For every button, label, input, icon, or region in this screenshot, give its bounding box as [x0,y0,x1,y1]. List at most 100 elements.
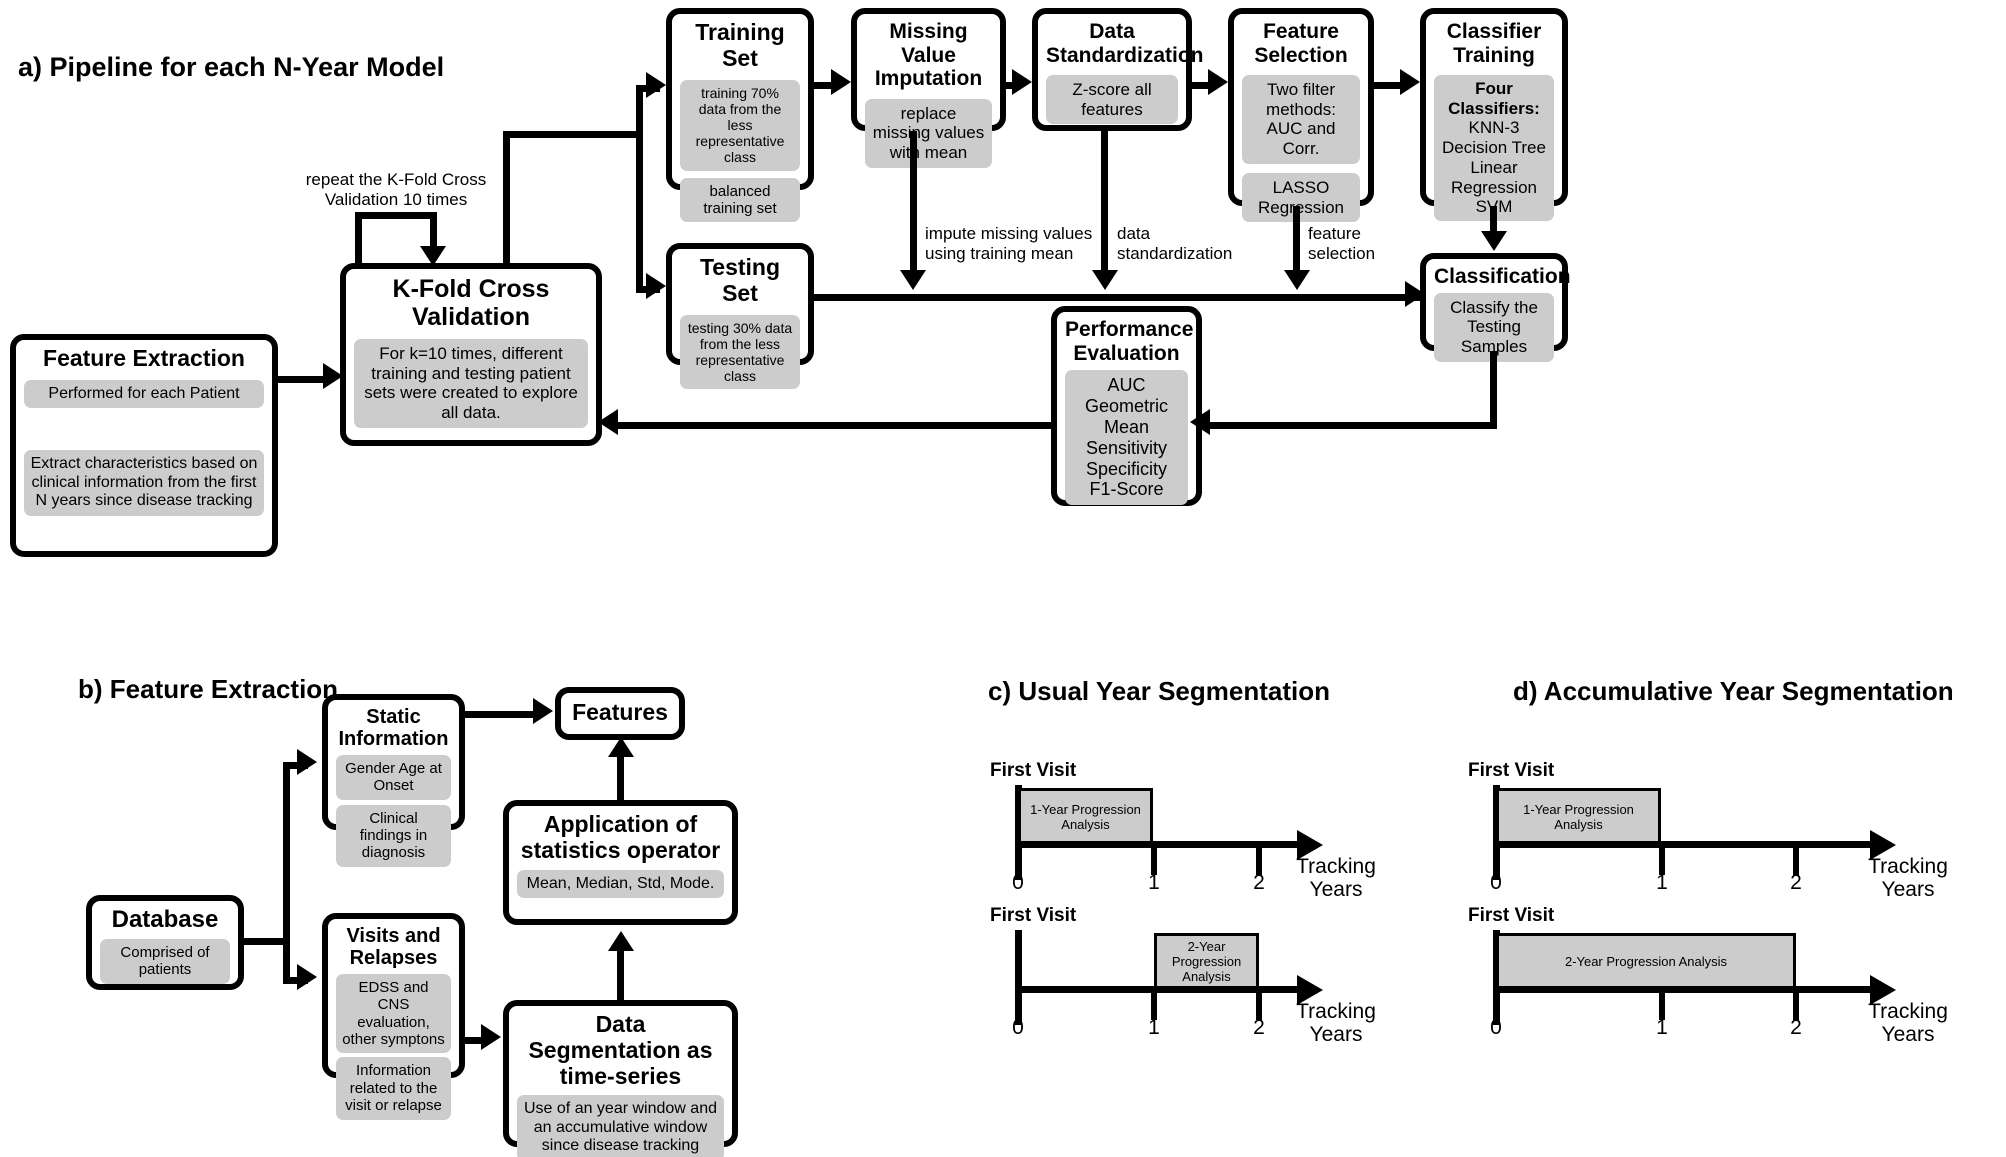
panel-a-heading: a) Pipeline for each N-Year Model [18,52,445,82]
arrowhead-db-to-visits [297,964,317,990]
connector-fs-to-ct [1374,82,1406,89]
box-feature-extraction-chip-1: Performed for each Patient [24,379,264,409]
classifier-item-0: KNN-3 [1468,118,1520,138]
arrowhead-missing-to-std [1012,69,1032,95]
classifier-item-2: Linear Regression [1451,157,1537,197]
box-data-segmentation[interactable]: Data Segmentation as time-series Use of … [503,1000,738,1157]
box-testing-set-chip-1: testing 30% data from the less represent… [680,314,800,390]
box-missing-value-chip-1: replace missing values with mean [865,98,992,168]
timeline-c-2: First Visit 2-Year Progression Analysis … [990,905,1460,1046]
timeline-c2-origin-tick [1015,930,1022,1025]
timeline-c2-axis-arrowhead [1297,975,1323,1005]
arrowhead-fe-to-kfold [323,363,343,389]
timeline-c1-window-0: 1-Year Progression Analysis [1018,788,1153,844]
timeline-c1-axis [1015,841,1300,848]
box-feature-selection[interactable]: Feature Selection Two filter methods: AU… [1228,8,1374,223]
timeline-d2-ticklabel-2: 2 [1790,1016,1802,1039]
arrowhead-to-testing-set [646,273,666,299]
timeline-d1-axis-arrowhead [1870,830,1896,860]
timeline-c2-axis-label: Tracking Years [1296,1000,1376,1047]
timeline-c1-first-visit-label: First Visit [990,760,1077,781]
box-database[interactable]: Database Comprised of patients [86,895,244,990]
box-testing-set-title: Testing Set [699,254,781,306]
timeline-c2-window-0: 2-Year Progression Analysis [1154,933,1259,989]
arrowhead-train-to-missing [831,69,851,95]
connector-split-to-test [636,131,643,286]
arrowhead-to-performance-evaluation [1190,409,1210,435]
timeline-c2-axis [1015,986,1300,993]
box-classifier-training[interactable]: Classifier Training Four Classifiers: KN… [1420,8,1568,222]
connector-repeat-right [430,212,437,250]
connector-repeat-left [355,212,362,268]
box-data-standardization[interactable]: Data Standardization Z-score all feature… [1032,8,1204,131]
box-static-information-title: Static Information [338,706,449,751]
box-statistics-operator[interactable]: Application of statistics operator Mean,… [503,800,738,925]
connector-std-down [1101,131,1108,271]
arrowhead-static-to-features [533,698,553,724]
timeline-d-1: First Visit 1-Year Progression Analysis … [1388,760,1948,901]
connector-kfold-split-top [503,131,643,138]
box-performance-evaluation-title: Performance Evaluation [1065,318,1194,365]
box-testing-set[interactable]: Testing Set testing 30% data from the le… [666,243,814,390]
timeline-d1-first-visit-label: First Visit [1468,760,1555,781]
box-missing-value-imputation[interactable]: Missing Value Imputation replace missing… [851,8,1006,168]
arrowhead-perf-to-kfold [598,409,618,435]
box-training-set-chip-2: balanced training set [680,177,800,223]
classifier-chip-heading: Four Classifiers: [1448,79,1540,118]
box-classification-title: Classification [1434,265,1571,288]
box-performance-evaluation[interactable]: Performance Evaluation AUC Geometric Mea… [1051,306,1202,506]
box-kfold-title: K-Fold Cross Validation [392,275,550,331]
timeline-d1-ticklabel-0: 0 [1490,871,1502,894]
arrowhead-std-to-fs [1208,69,1228,95]
connector-std-to-fs [1192,82,1216,89]
timeline-c1-ticklabel-2: 2 [1253,871,1265,894]
arrowhead-fs-down [1284,270,1310,290]
label-repeat-kfold: repeat the K-Fold Cross Validation 10 ti… [305,170,487,210]
timeline-c1-axis-label: Tracking Years [1296,855,1376,902]
box-visits-relapses-title: Visits and Relapses [346,925,441,970]
connector-train-to-missing [814,82,838,89]
connector-perf-to-kfold [618,422,1054,429]
box-training-set[interactable]: Training Set training 70% data from the … [666,8,814,223]
box-static-information-chip-2: Clinical findings in diagnosis [336,804,451,867]
timeline-c1-ticklabel-0: 0 [1012,871,1024,894]
connector-visits-to-segmentation [465,1037,490,1044]
timeline-c2-tick-1 [1151,986,1157,1020]
box-feature-selection-chip-1: Two filter methods: AUC and Corr. [1242,75,1360,164]
box-feature-extraction[interactable]: Feature Extraction Performed for each Pa… [10,334,278,456]
timeline-d2-tick-2 [1793,986,1799,1020]
box-features[interactable]: Features [555,687,685,740]
connector-ct-to-classification [1490,206,1497,234]
connector-db-to-visits [283,977,308,984]
timeline-d1-axis-label: Tracking Years [1868,855,1948,902]
arrowhead-std-down [1092,270,1118,290]
box-classifier-training-chip-1: Four Classifiers: KNN-3 Decision Tree Li… [1434,75,1554,222]
metric-4: F1-Score [1089,479,1164,500]
connector-db-vertical [283,762,290,984]
box-visits-relapses[interactable]: Visits and Relapses EDSS and CNS evaluat… [322,913,465,1120]
arrowhead-to-training-set [646,72,666,98]
connector-db-out [244,938,290,945]
box-visits-relapses-chip-1: EDSS and CNS evaluation, other symptons [336,973,451,1054]
timeline-d2-ticklabel-1: 1 [1656,1016,1668,1039]
box-missing-value-title: Missing Value Imputation [874,20,983,91]
connector-classification-down [1490,351,1497,429]
connector-classification-to-perf [1205,422,1497,429]
arrowhead-backbone-to-classification [1405,281,1425,307]
box-kfold-cross-validation[interactable]: K-Fold Cross Validation For k=10 times, … [340,263,602,446]
box-data-segmentation-title: Data Segmentation as time-series [528,1011,713,1089]
connector-repeat-top [355,212,437,219]
box-static-information[interactable]: Static Information Gender Age at Onset C… [322,694,465,867]
timeline-c2-first-visit-label: First Visit [990,905,1077,926]
box-feature-selection-title: Feature Selection [1254,20,1348,67]
connector-fs-down [1293,206,1300,271]
arrowhead-ct-to-classification [1481,231,1507,251]
timeline-c1-ticklabel-1: 1 [1148,871,1160,894]
box-classification[interactable]: Classification Classify the Testing Samp… [1420,253,1571,362]
arrowhead-visits-to-segmentation [481,1024,501,1050]
timeline-d2-axis-label: Tracking Years [1868,1000,1948,1047]
timeline-c2-ticklabel-2: 2 [1253,1016,1265,1039]
metric-0: AUC [1107,375,1146,396]
box-feature-extraction-lower[interactable]: Extract characteristics based on clinica… [10,440,278,557]
